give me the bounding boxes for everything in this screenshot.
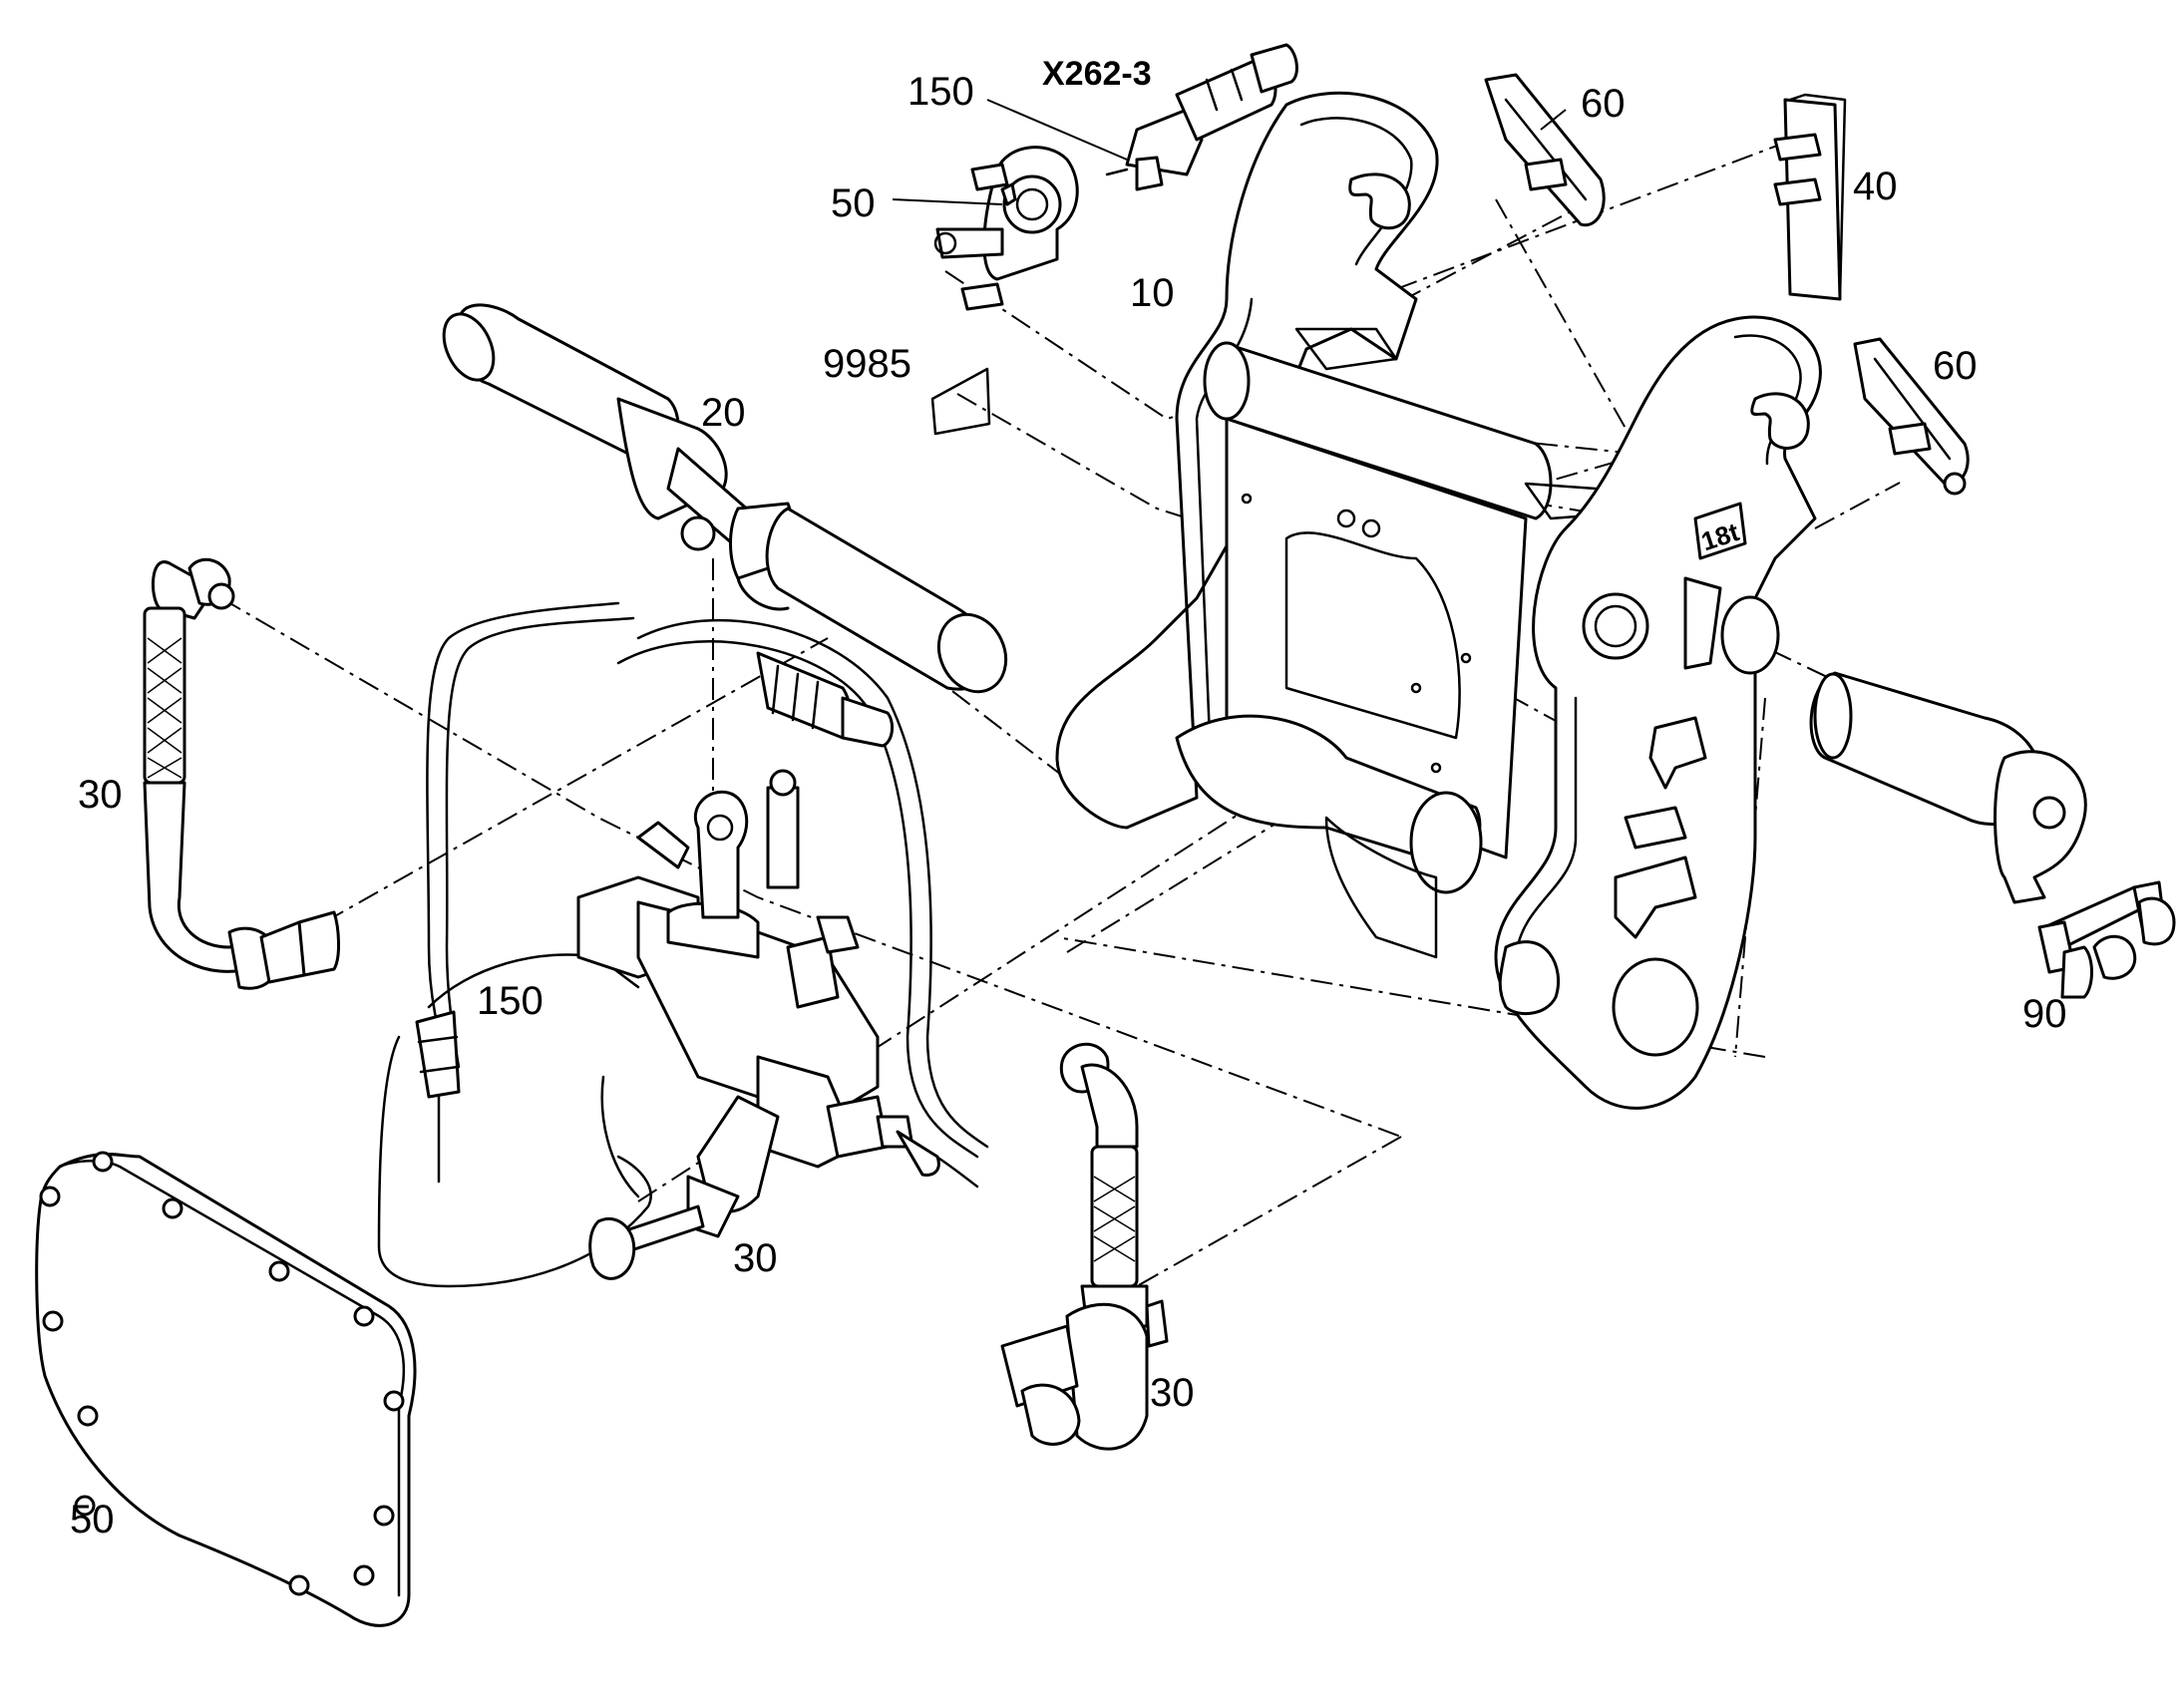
callout-30-right: 30: [1150, 1371, 1195, 1415]
valve-block: [576, 769, 940, 1280]
plug-connector-x262: [1105, 43, 1298, 191]
braid-pattern: [147, 637, 182, 779]
callout-60-top: 60: [1581, 82, 1626, 126]
stud-bracket: [933, 146, 1079, 311]
wear-plate: [1773, 93, 1847, 301]
hose-assembly-left: [143, 557, 340, 990]
callout-150-mid: 150: [477, 979, 544, 1023]
callout-x262-3: X262-3: [1042, 55, 1152, 93]
latch-top: [1484, 73, 1606, 227]
callout-20: 20: [701, 391, 746, 435]
load-rating-badge: 18t: [1693, 502, 1747, 560]
sensor-connector-150: [415, 1010, 461, 1184]
cover-bolts: [39, 1151, 405, 1596]
label-9985: [930, 367, 991, 436]
callout-50-top: 50: [831, 181, 876, 225]
callout-30-left: 30: [78, 773, 123, 817]
callouts: 150 X262-3 50 60 40 10 60 9985 20 30 150…: [70, 55, 2067, 1541]
callout-90: 90: [2022, 992, 2067, 1036]
callout-40: 40: [1853, 165, 1898, 208]
coupler-frame: 18t: [1055, 91, 1822, 1110]
callout-50-bottom: 50: [70, 1498, 115, 1541]
callout-60-right: 60: [1933, 344, 1978, 388]
callout-10: 10: [1130, 271, 1175, 315]
cover-plate: [35, 1151, 417, 1627]
latch-right: [1853, 337, 1970, 496]
clamp-bolts: [2037, 880, 2176, 999]
callout-150-top: 150: [908, 70, 974, 114]
leader-lines: [892, 99, 1567, 205]
callout-30-bottom: 30: [733, 1236, 778, 1280]
hydraulic-cylinder: [442, 303, 1008, 694]
proximity-sensor: [756, 651, 895, 748]
braid-pattern-right: [1093, 1176, 1136, 1262]
locking-pin: [1809, 671, 2087, 904]
hose-assembly-right: [1000, 1042, 1169, 1451]
callout-9985: 9985: [823, 342, 911, 386]
